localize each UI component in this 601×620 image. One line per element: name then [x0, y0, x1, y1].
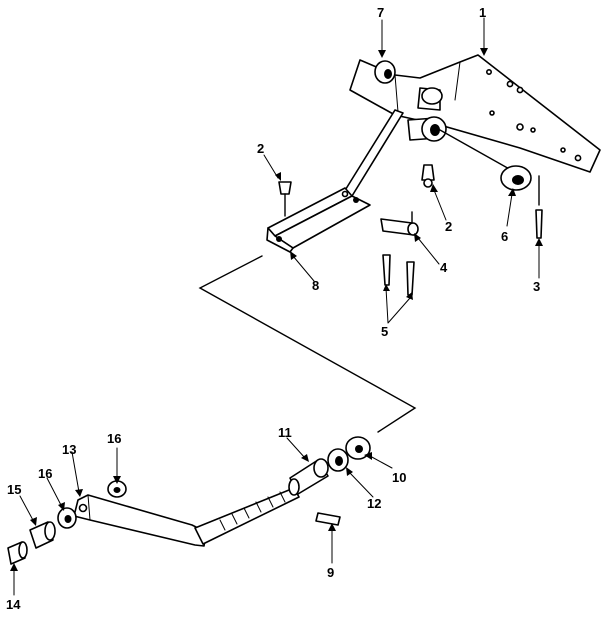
callout-1: 1	[479, 5, 486, 20]
callout-16: 16	[38, 466, 52, 481]
callout-2: 2	[445, 219, 452, 234]
callout-4: 4	[440, 260, 448, 275]
callout-14: 14	[6, 597, 21, 612]
callout-2: 2	[257, 141, 264, 156]
bushing-small	[327, 448, 349, 472]
pin-lower	[315, 512, 341, 526]
callout-12: 12	[367, 496, 381, 511]
cotter-pin-right	[535, 175, 543, 239]
spacer	[29, 521, 56, 549]
callout-labels: 1 2 2 3 4 5 6 7 8 9 10 11 12 13 14 15 16…	[6, 5, 540, 612]
grease-fitting-left	[278, 181, 292, 217]
callout-11: 11	[278, 425, 292, 440]
callout-7: 7	[377, 5, 384, 20]
nut-lower	[57, 507, 77, 529]
threaded-shaft	[194, 487, 300, 545]
grease-fitting-right	[421, 164, 435, 188]
separator-line	[198, 255, 417, 433]
link-rod	[343, 109, 404, 197]
pin	[380, 211, 419, 236]
callout-9: 9	[327, 565, 334, 580]
leader-lines	[10, 17, 543, 596]
channel-bracket	[266, 187, 371, 253]
callout-3: 3	[533, 279, 540, 294]
washer-large	[500, 165, 532, 191]
bushing-top	[374, 60, 396, 84]
hair-pins	[382, 254, 415, 296]
nut-upper	[107, 480, 127, 498]
callout-8: 8	[312, 278, 319, 293]
upper-shaft-bushings	[407, 87, 521, 176]
washer-end	[345, 436, 371, 460]
callout-6: 6	[501, 229, 508, 244]
lever-arm	[73, 494, 207, 547]
callout-13: 13	[62, 442, 76, 457]
callout-10: 10	[392, 470, 406, 485]
bolt	[7, 541, 28, 565]
callout-16: 16	[107, 431, 121, 446]
bushing-sleeve	[288, 458, 329, 496]
callout-15: 15	[7, 482, 21, 497]
callout-5: 5	[381, 324, 388, 339]
